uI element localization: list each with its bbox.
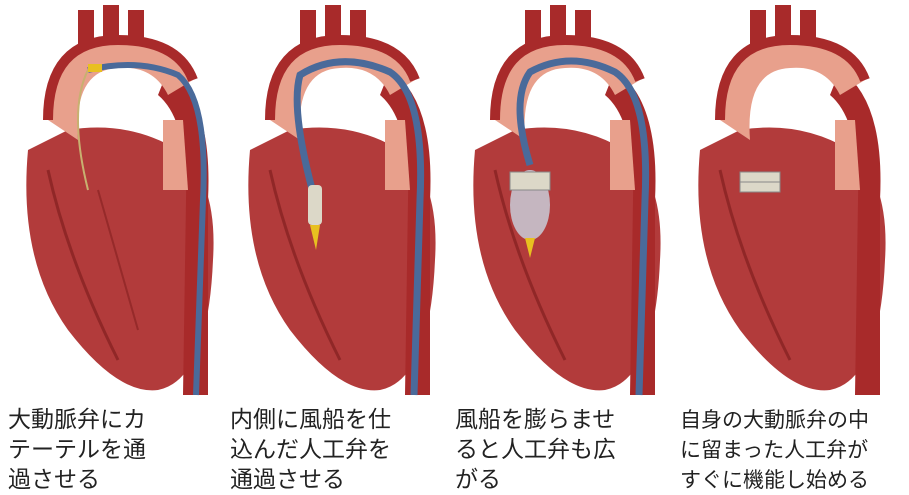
- panel-step-4: 自身の大動脈弁の中 に留まった人工弁が すぐに機能し始める: [680, 0, 904, 495]
- caption-line: 通過させる: [230, 465, 454, 495]
- panel-step-3: 風船を膨らませ ると人工弁も広 がる: [455, 0, 679, 495]
- caption-step-3: 風船を膨らませ ると人工弁も広 がる: [455, 405, 679, 495]
- heart-illustration-3: [455, 0, 679, 400]
- caption-step-4: 自身の大動脈弁の中 に留まった人工弁が すぐに機能し始める: [680, 405, 904, 495]
- caption-line: 過させる: [8, 465, 232, 495]
- caption-line: すぐに機能し始める: [680, 465, 904, 495]
- panel-step-1: 大動脈弁にカ テーテルを通 過させる: [8, 0, 232, 495]
- caption-line: に留まった人工弁が: [680, 435, 904, 465]
- caption-line: がる: [455, 465, 679, 495]
- caption-line: テーテルを通: [8, 435, 232, 465]
- caption-step-2: 内側に風船を仕 込んだ人工弁を 通過させる: [230, 405, 454, 495]
- panel-step-2: 内側に風船を仕 込んだ人工弁を 通過させる: [230, 0, 454, 495]
- caption-step-1: 大動脈弁にカ テーテルを通 過させる: [8, 405, 232, 495]
- caption-line: ると人工弁も広: [455, 435, 679, 465]
- heart-illustration-4: [680, 0, 904, 400]
- caption-line: 自身の大動脈弁の中: [680, 405, 904, 435]
- heart-illustration-1: [8, 0, 232, 400]
- caption-line: 込んだ人工弁を: [230, 435, 454, 465]
- caption-line: 風船を膨らませ: [455, 405, 679, 435]
- caption-line: 大動脈弁にカ: [8, 405, 232, 435]
- heart-illustration-2: [230, 0, 454, 400]
- caption-line: 内側に風船を仕: [230, 405, 454, 435]
